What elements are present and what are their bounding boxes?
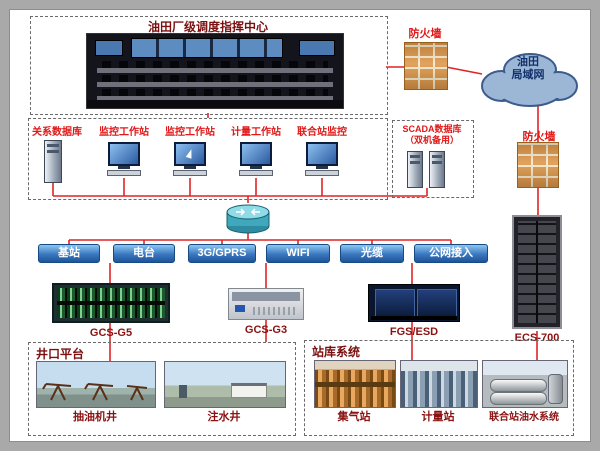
scada-label-line2: （双机备用） xyxy=(404,135,459,145)
gcs-g5-label: GCS-G5 xyxy=(89,327,133,339)
pipes xyxy=(401,371,477,407)
router-icon xyxy=(226,204,270,234)
gas-gathering-label: 集气站 xyxy=(337,411,371,423)
station-title: 站库系统 xyxy=(312,345,361,359)
metering-station-photo xyxy=(400,360,478,408)
workstation-label-monitor2: 监控工作站 xyxy=(165,127,215,138)
workstation-icon xyxy=(171,142,209,176)
cloud-label: 油田 局域网 xyxy=(476,56,580,82)
device-base xyxy=(371,316,457,320)
side-screen-left xyxy=(95,40,123,56)
floor xyxy=(87,100,343,108)
command-center-box xyxy=(30,16,388,115)
control-room-photo xyxy=(86,33,344,109)
gcs-g3-device xyxy=(228,288,304,320)
server-slot xyxy=(410,155,420,158)
server-slot xyxy=(47,144,59,147)
keyboard-icon xyxy=(305,170,339,176)
device-panel xyxy=(375,289,415,317)
station-box xyxy=(304,340,574,436)
monitor-row xyxy=(102,89,328,96)
server-slot xyxy=(410,161,420,164)
cabinet-divider xyxy=(536,221,538,323)
workstation-icon xyxy=(237,142,275,176)
server-slot xyxy=(47,150,59,153)
command-center-title: 油田厂级调度指挥中心 xyxy=(147,20,268,34)
firewall-top-label: 防火墙 xyxy=(408,28,442,40)
workstation-label-database: 关系数据库 xyxy=(32,127,82,138)
vertical-tank xyxy=(548,373,563,405)
pumping-well-photo xyxy=(36,361,156,408)
monitor-row xyxy=(102,61,328,68)
link-3g-gprs: 3G/GPRS xyxy=(188,244,256,263)
monitor-row xyxy=(102,75,328,82)
scada-label-line1: SCADA数据库 xyxy=(402,124,462,134)
monitor-icon xyxy=(240,142,272,166)
cloud-label-line2: 局域网 xyxy=(511,69,545,81)
workstation-label-monitor1: 监控工作站 xyxy=(99,127,149,138)
wellhead-equipment xyxy=(179,385,187,398)
building xyxy=(231,383,267,398)
joint-station-label: 联合站油水系统 xyxy=(489,412,559,423)
link-fiber: 光缆 xyxy=(340,244,404,263)
workstation-icon xyxy=(105,142,143,176)
link-radio: 电台 xyxy=(113,244,175,263)
monitor-icon xyxy=(174,142,206,166)
tank-cylinder xyxy=(489,379,548,393)
gas-gathering-photo xyxy=(314,360,396,408)
wellhead-title: 井口平台 xyxy=(36,347,85,361)
wellhead-box xyxy=(28,342,296,436)
firewall-icon xyxy=(517,142,559,188)
desk-row xyxy=(97,82,333,87)
link-wifi: WIFI xyxy=(266,244,330,263)
pumping-well-label: 抽油机井 xyxy=(73,411,117,423)
keyboard-icon xyxy=(239,170,273,176)
pipes xyxy=(315,370,395,407)
keyboard-icon xyxy=(173,170,207,176)
cloud-label-line1: 油田 xyxy=(517,56,539,68)
metering-station-label: 计量站 xyxy=(421,411,455,423)
scada-server-icon xyxy=(407,151,423,188)
workstations-box xyxy=(28,118,388,200)
ecs-700-cabinet xyxy=(512,215,562,329)
fgs-esd-device xyxy=(368,284,460,322)
desk-row xyxy=(97,68,333,73)
injection-well-photo xyxy=(164,361,286,408)
server-slot xyxy=(432,155,442,158)
injection-well-label: 注水井 xyxy=(207,411,241,423)
monitor-icon xyxy=(306,142,338,166)
pumpjack-icons xyxy=(42,383,148,401)
database-server-icon xyxy=(44,140,62,183)
gcs-g5-device xyxy=(52,283,170,323)
server-slot xyxy=(432,161,442,164)
pipe-band xyxy=(315,381,395,387)
desk-row xyxy=(97,96,333,101)
link-public-network: 公网接入 xyxy=(414,244,488,263)
ecs-700-label: ECS-700 xyxy=(514,332,560,344)
gcs-g3-label: GCS-G3 xyxy=(244,324,288,336)
device-vent xyxy=(253,307,298,315)
joint-station-photo xyxy=(482,360,568,408)
video-wall xyxy=(131,38,283,58)
device-led xyxy=(235,305,245,312)
workstation-icon xyxy=(303,142,341,176)
scada-box xyxy=(392,120,474,198)
network-cloud-icon xyxy=(481,53,578,107)
monitor-icon xyxy=(108,142,140,166)
scada-label: SCADA数据库 （双机备用） xyxy=(392,124,472,146)
scada-server-icon xyxy=(429,151,445,188)
device-panel xyxy=(232,292,300,301)
workstation-label-metering: 计量工作站 xyxy=(231,127,281,138)
firewall-right-label: 防火墙 xyxy=(522,131,556,143)
device-panel xyxy=(417,289,457,317)
link-base-station: 基站 xyxy=(38,244,100,263)
side-screen-right xyxy=(299,40,335,56)
tank-cylinder xyxy=(489,392,548,406)
fgs-esd-label: FGS/ESD xyxy=(389,326,439,338)
workstation-label-joint: 联合站监控 xyxy=(297,127,347,138)
keyboard-icon xyxy=(107,170,141,176)
firewall-icon xyxy=(404,42,448,90)
